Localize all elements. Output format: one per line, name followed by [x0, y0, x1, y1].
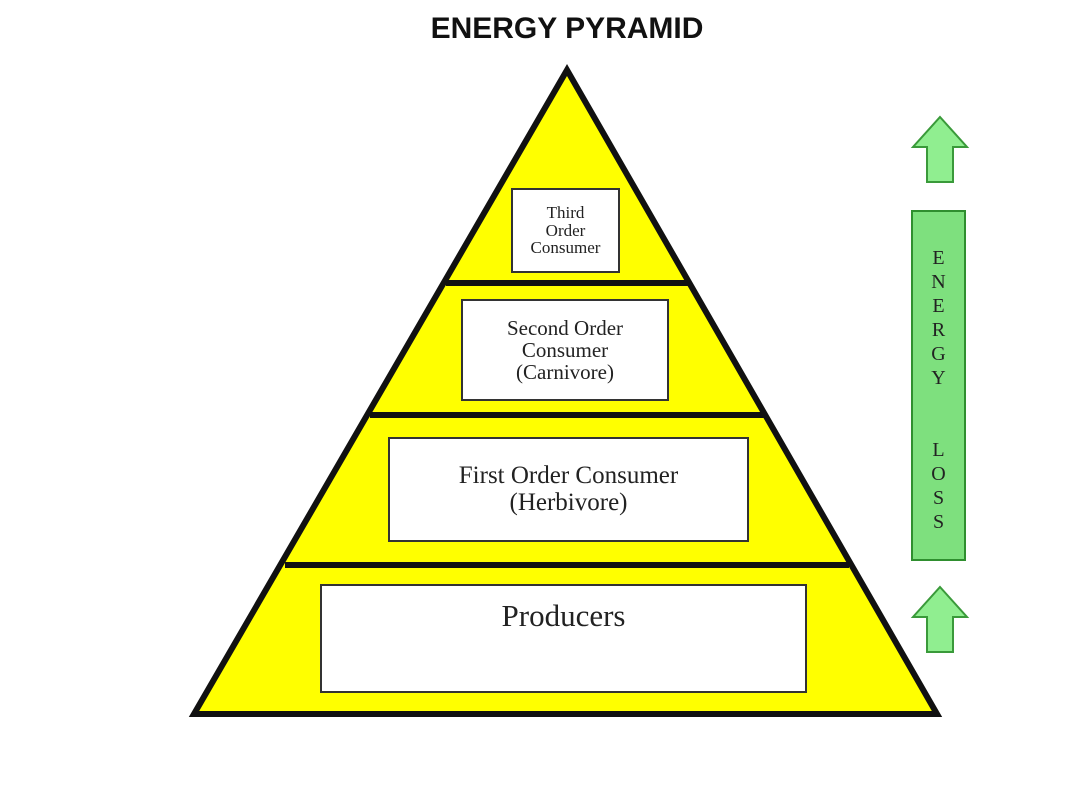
energy-loss-letter: S — [932, 511, 945, 533]
energy-loss-letter: Y — [931, 367, 946, 389]
energy-loss-letter: O — [931, 463, 946, 485]
energy-loss-letter: E — [932, 247, 945, 269]
level-text: Consumer — [530, 238, 601, 258]
level-text: Consumer — [521, 337, 609, 362]
energy-loss-bar: E N E R G Y L O S S — [911, 210, 966, 561]
level-text: (Carnivore) — [516, 360, 614, 385]
energy-loss-letter: R — [931, 319, 946, 341]
level-third-order-consumer: Third Order Consumer — [511, 188, 620, 273]
level-text: Order — [545, 220, 586, 240]
energy-loss-letter: G — [931, 343, 946, 365]
energy-loss-letter: N — [931, 271, 946, 293]
level-first-order-consumer: First Order Consumer (Herbivore) — [388, 437, 749, 542]
level-text: First Order Consumer — [458, 462, 679, 490]
energy-loss-letter: L — [932, 439, 945, 461]
level-text: Producers — [501, 598, 626, 633]
energy-loss-letter: S — [932, 487, 945, 509]
energy-loss-letter: E — [932, 295, 945, 317]
arrow-up-icon — [910, 585, 970, 653]
diagram-title: ENERGY PYRAMID — [430, 12, 704, 45]
level-text: (Herbivore) — [509, 488, 628, 516]
arrow-up-icon — [910, 115, 970, 183]
level-text: Second Order — [506, 315, 624, 340]
level-second-order-consumer: Second Order Consumer (Carnivore) — [461, 299, 669, 401]
level-text: Third — [546, 202, 585, 222]
level-producers: Producers — [320, 584, 807, 693]
